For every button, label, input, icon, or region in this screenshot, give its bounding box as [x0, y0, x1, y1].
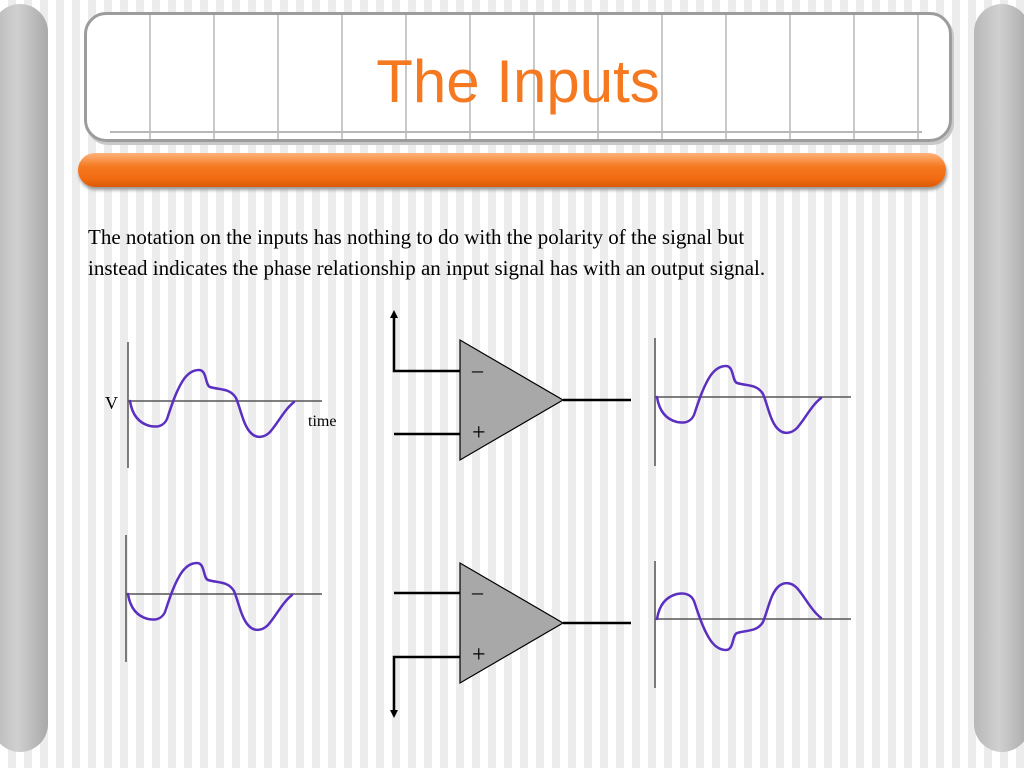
- title-panel: [84, 12, 952, 142]
- plus-label: +: [472, 420, 486, 446]
- output-waveform-bottom: [654, 561, 851, 688]
- time-axis-label: time: [308, 413, 336, 430]
- page-title: The Inputs: [376, 48, 660, 115]
- left-decor-bar: [0, 4, 48, 752]
- input-wave: [128, 368, 296, 439]
- v-axis-label: V: [105, 393, 118, 413]
- op-amp-top: – +: [390, 310, 631, 462]
- body-line-1: The notation on the inputs has nothing t…: [88, 225, 745, 249]
- body-text: The notation on the inputs has nothing t…: [88, 222, 948, 284]
- output-wave: [655, 581, 823, 652]
- input-wave: [126, 561, 294, 632]
- plus-label: +: [472, 642, 486, 668]
- title-underline: [110, 131, 922, 133]
- body-line-2: instead indicates the phase relationship…: [88, 256, 766, 280]
- input-waveform-top: V time: [105, 342, 336, 468]
- amplifier-triangle: [459, 338, 565, 462]
- right-decor-bar: [974, 4, 1024, 752]
- op-amp-bottom: – +: [390, 561, 631, 718]
- minus-label: –: [471, 579, 484, 604]
- input-waveform-bottom: [125, 535, 322, 662]
- amplifier-triangle: [459, 561, 565, 685]
- output-wave: [655, 364, 823, 435]
- accent-bar: [78, 153, 946, 187]
- noninverting-input-wire: [390, 655, 460, 718]
- minus-label: –: [471, 357, 484, 382]
- output-waveform-top: [654, 338, 851, 466]
- inverting-input-wire: [390, 310, 460, 373]
